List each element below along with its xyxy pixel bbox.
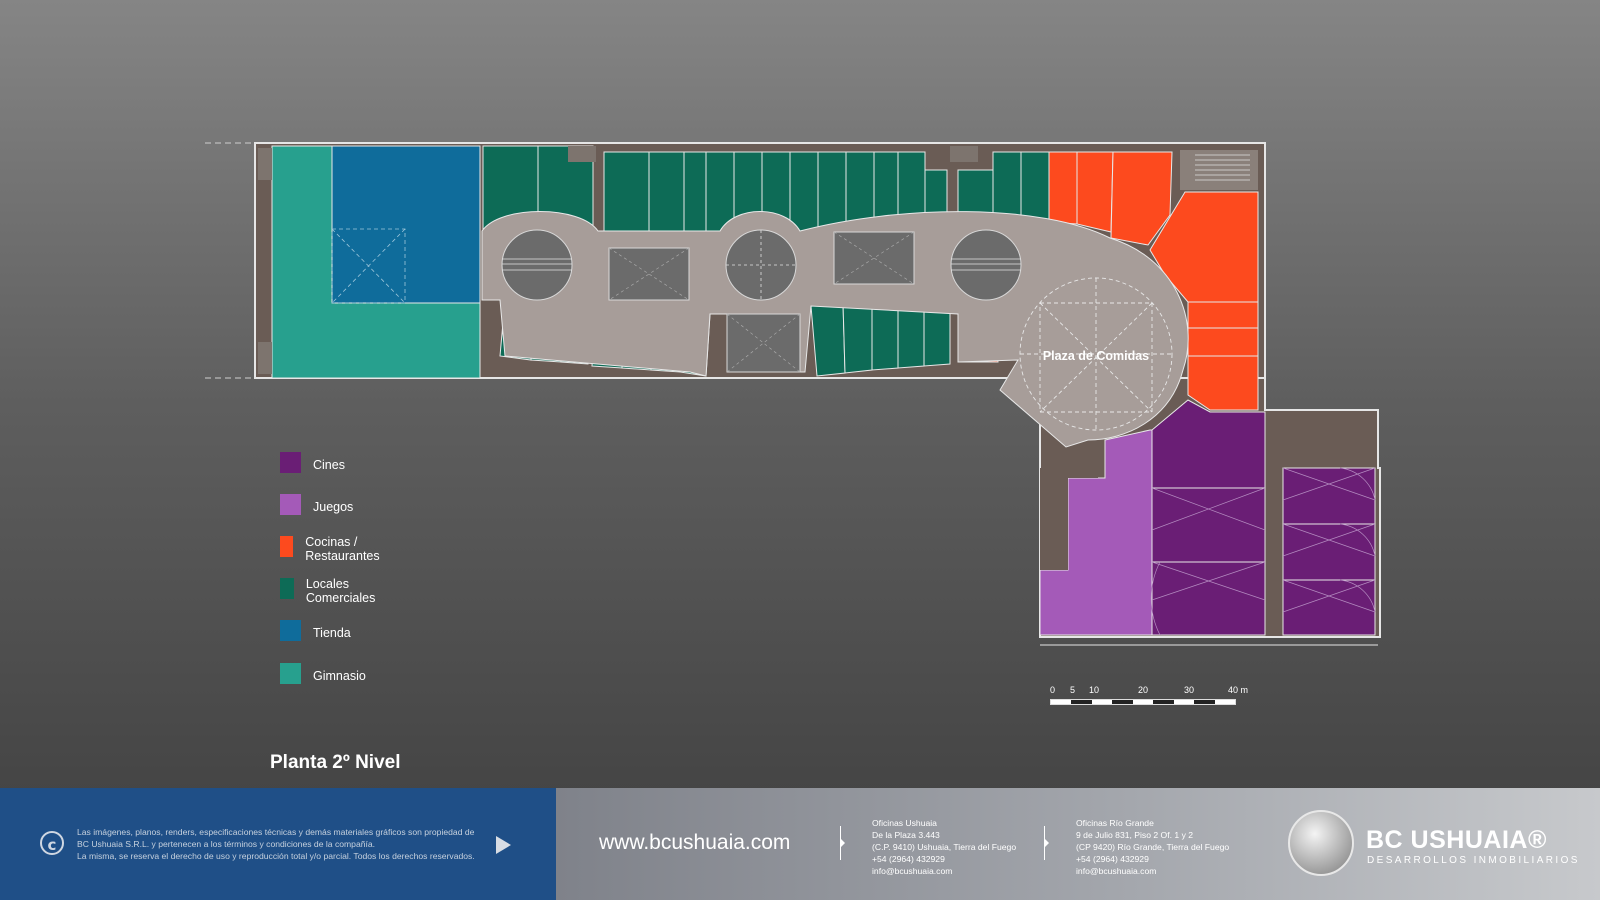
legend-label: Cocinas / Restaurantes [305, 535, 380, 563]
office-title: Oficinas Río Grande [1076, 818, 1154, 828]
brand-name: BC USHUAIA® [1366, 826, 1547, 854]
scale-tick: 20 [1138, 685, 1149, 695]
footer: c Las imágenes, planos, renders, especif… [0, 788, 1600, 900]
escalator-1 [501, 229, 573, 301]
legend-swatch [280, 577, 294, 599]
legal-line: Las imágenes, planos, renders, especific… [77, 827, 475, 837]
separator-arrow-icon [840, 826, 845, 860]
office-title: Oficinas Ushuaia [872, 818, 937, 828]
separator-arrow-icon [1044, 826, 1049, 860]
legal-text: Las imágenes, planos, renders, especific… [77, 826, 477, 862]
legend-label: Tienda [313, 626, 351, 640]
scale-tick: 0 [1050, 685, 1056, 695]
legend-swatch [280, 619, 301, 641]
office-line: 9 de Julio 831, Piso 2 Of. 1 y 2 [1076, 830, 1194, 840]
office-rio-grande: Oficinas Río Grande 9 de Julio 831, Piso… [1076, 817, 1229, 877]
legend-item-gimnasio: Gimnasio [280, 661, 366, 685]
page-title: Planta 2º Nivel [270, 752, 401, 773]
legal-line: BC Ushuaia S.R.L. y pertenecen a los tér… [77, 839, 376, 849]
legend-item-juegos: Juegos [280, 492, 353, 516]
escalator-2 [725, 229, 797, 301]
brand-logo-icon [1288, 810, 1354, 876]
legend-label: Gimnasio [313, 669, 366, 683]
office-email[interactable]: info@bcushuaia.com [1076, 866, 1157, 876]
scale-tick: 40 m [1228, 685, 1249, 695]
legend-item-cocinas: Cocinas / Restaurantes [280, 534, 387, 563]
legend-swatch [280, 493, 301, 515]
scale-tick: 10 [1089, 685, 1100, 695]
office-line: (C.P. 9410) Ushuaia, Tierra del Fuego [872, 842, 1017, 852]
legend-item-tienda: Tienda [280, 618, 351, 642]
scale-bar-segments [1050, 699, 1236, 705]
zone-cines [1151, 399, 1376, 636]
play-icon[interactable] [496, 836, 511, 854]
legal-line: La misma, se reserva el derecho de uso y… [77, 851, 475, 861]
legend-swatch [280, 451, 301, 473]
legend-item-locales: Locales Comerciales [280, 576, 382, 605]
legend-swatch [280, 662, 301, 684]
food-court-dome [1019, 277, 1173, 431]
scale-tick: 30 [1184, 685, 1195, 695]
footer-contact-panel: www.bcushuaia.com Oficinas Ushuaia De la… [556, 788, 1600, 900]
office-line: (CP 9420) Río Grande, Tierra del Fuego [1076, 842, 1230, 852]
scale-bar: 0 5 10 20 30 40 m [1050, 685, 1250, 715]
legend-label: Locales Comerciales [305, 577, 376, 605]
office-phone: +54 (2964) 432929 [872, 854, 945, 864]
legend-label: Juegos [313, 500, 354, 514]
legend-item-cines: Cines [280, 450, 345, 474]
office-ushuaia: Oficinas Ushuaia De la Plaza 3.443 (C.P.… [872, 817, 1016, 877]
escalator-3 [950, 229, 1022, 301]
void-3 [726, 313, 801, 373]
office-line: De la Plaza 3.443 [872, 830, 940, 840]
brand-tagline: DESARROLLOS INMOBILIARIOS [1367, 855, 1580, 866]
office-email[interactable]: info@bcushuaia.com [872, 866, 953, 876]
website-link[interactable]: www.bcushuaia.com [599, 831, 791, 854]
zone-tienda [331, 145, 481, 304]
legend-label: Cines [313, 458, 345, 472]
food-court-label: Plaza de Comidas [1043, 349, 1149, 363]
scale-tick: 5 [1070, 685, 1076, 695]
footer-legal-panel: c Las imágenes, planos, renders, especif… [0, 788, 556, 900]
copyright-icon: c [40, 831, 64, 855]
legend-swatch [280, 535, 294, 557]
office-phone: +54 (2964) 432929 [1076, 854, 1149, 864]
